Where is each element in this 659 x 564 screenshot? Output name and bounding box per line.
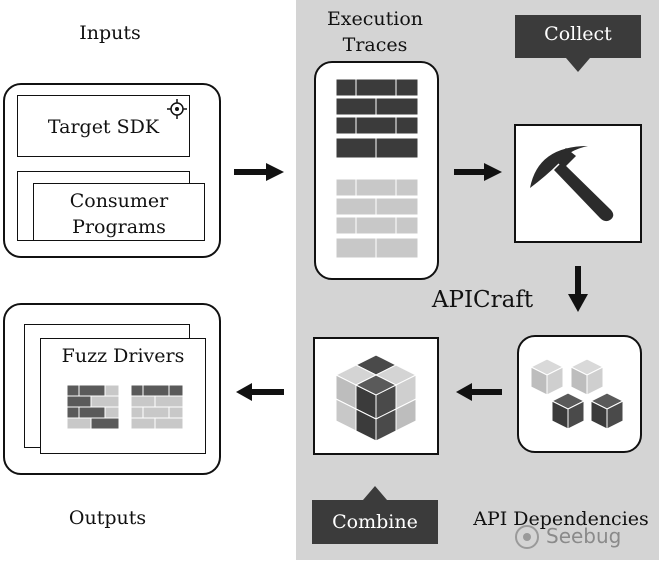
- execution-traces-box: [314, 61, 439, 280]
- arrow-down: [568, 266, 588, 312]
- combined-cubes-icon: [334, 354, 418, 442]
- seebug-logo-icon: [512, 524, 542, 550]
- arrow-left-2: [236, 383, 284, 401]
- consumer-programs-label-line1: Consumer: [69, 190, 169, 212]
- apicraft-label: APICraft: [431, 287, 534, 313]
- arrow-left-1: [456, 383, 502, 401]
- target-sdk-box: Target SDK: [17, 95, 190, 157]
- pickaxe-icon: [530, 146, 614, 222]
- arrow-right-2: [454, 163, 502, 181]
- api-dependencies-box: [517, 335, 642, 453]
- seebug-watermark: Seebug: [546, 524, 622, 548]
- fuzz-driver-bricks: [66, 384, 184, 430]
- consumer-programs-label-line2: Programs: [72, 216, 166, 238]
- fuzz-drivers-label: Fuzz Drivers: [61, 345, 185, 367]
- combine-label: Combine: [332, 511, 418, 533]
- combine-box: [313, 337, 439, 455]
- execution-traces-label-line1: Execution: [326, 8, 424, 30]
- inputs-label: Inputs: [79, 22, 141, 44]
- api-dependencies-label: API Dependencies: [473, 508, 649, 530]
- combine-callout: Combine: [312, 486, 438, 544]
- collect-label: Collect: [544, 23, 612, 45]
- target-sdk-label: Target SDK: [47, 116, 160, 138]
- outputs-label: Outputs: [68, 507, 147, 529]
- consumer-programs-box: Consumer Programs: [33, 183, 205, 241]
- target-icon: [166, 98, 188, 120]
- arrow-right-1: [234, 163, 284, 181]
- collect-callout: Collect: [515, 15, 641, 75]
- collect-box: [514, 124, 642, 243]
- dependency-cubes-icon: [529, 358, 625, 430]
- fuzz-drivers-box: Fuzz Drivers: [40, 338, 206, 454]
- trace-bricks: [335, 78, 419, 259]
- execution-traces-label-line2: Traces: [342, 34, 408, 56]
